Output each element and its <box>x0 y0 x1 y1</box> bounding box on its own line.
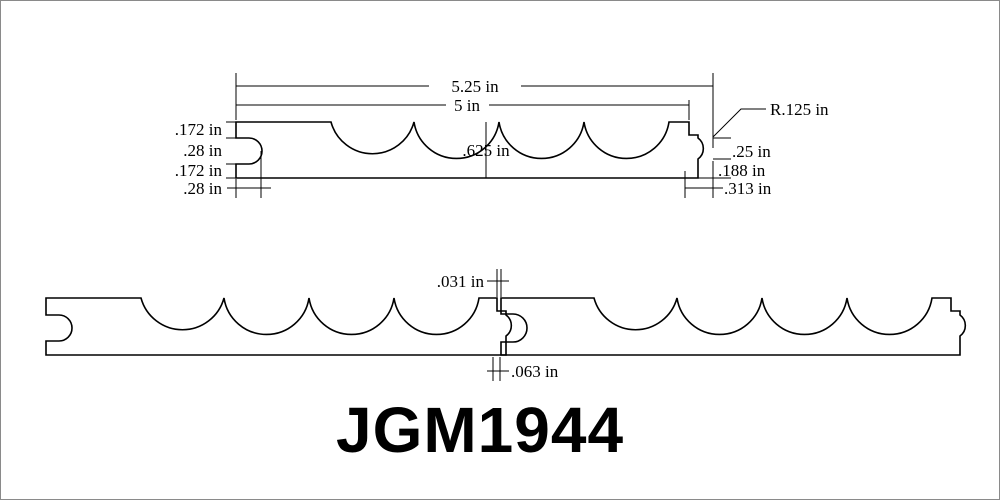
joint-gap-bottom-label: .063 in <box>511 362 559 381</box>
part-number-title: JGM1944 <box>335 394 625 466</box>
thickness-label: .625 in <box>462 141 510 160</box>
joint-gap-top-label: .031 in <box>437 272 485 291</box>
groove-depth-label: .28 in <box>183 179 222 198</box>
tongue-length-label: .313 in <box>724 179 772 198</box>
right-board-profile <box>500 297 967 356</box>
overall-width-label: 5.25 in <box>451 77 499 96</box>
single-board-profile <box>235 121 705 179</box>
tongue-bottom-label: .188 in <box>718 161 766 180</box>
tongue-height-label: .25 in <box>732 142 771 161</box>
left-board-profile <box>45 297 513 356</box>
joined-boards-view: .031 in .063 in <box>45 269 967 381</box>
groove-height-label: .28 in <box>183 141 222 160</box>
tongue-radius-label: R.125 in <box>770 100 829 119</box>
groove-bottom-label: .172 in <box>175 161 223 180</box>
radius-leader <box>712 108 766 138</box>
groove-top-label: .172 in <box>175 120 223 139</box>
face-width-label: 5 in <box>454 96 480 115</box>
single-board-view: 5.25 in 5 in .625 in R.125 in .172 in .2… <box>175 73 829 198</box>
